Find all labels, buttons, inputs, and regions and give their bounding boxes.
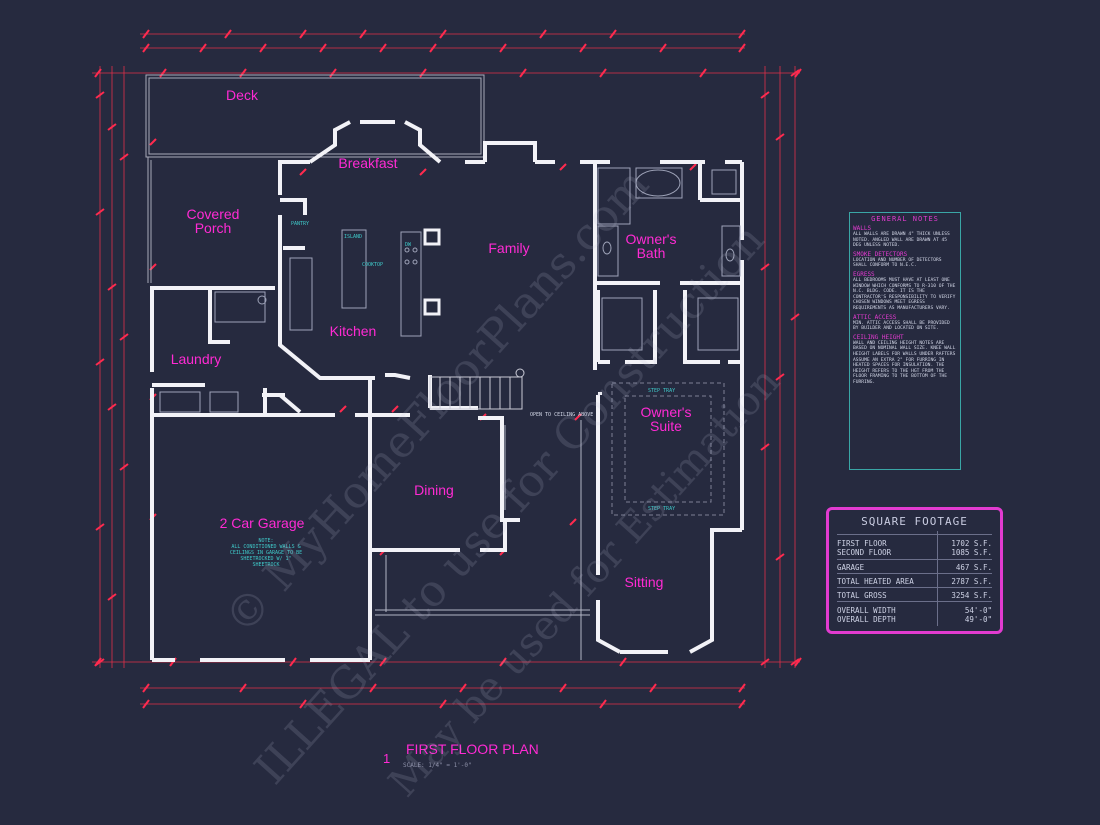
room-label-kitchen: Kitchen xyxy=(329,323,377,339)
room-label-owners-suite: Owner's Suite xyxy=(640,404,692,434)
notes-heading-ceiling: CEILING HEIGHT xyxy=(853,333,904,341)
room-label-garage: 2 Car Garage xyxy=(219,515,305,531)
sqft-row: OVERALL DEPTH 49'-0" xyxy=(837,615,992,624)
plan-title: FIRST FLOOR PLAN xyxy=(406,741,539,757)
room-label-breakfast: Breakfast xyxy=(338,155,398,171)
sqft-label: TOTAL GROSS xyxy=(837,591,887,600)
walls xyxy=(150,120,744,662)
sqft-row: SECOND FLOOR 1085 S.F. xyxy=(837,548,992,557)
sqft-label: FIRST FLOOR xyxy=(837,539,887,548)
square-footage-box: SQUARE FOOTAGE FIRST FLOOR 1702 S.F. SECO… xyxy=(826,507,1003,634)
step-tray-bottom-label: STEP TRAY xyxy=(648,506,676,512)
sqft-label: GARAGE xyxy=(837,563,865,572)
step-tray-top-label: STEP TRAY xyxy=(648,388,676,394)
room-label-owners-bath: Owner's Bath xyxy=(625,231,677,261)
sqft-row: OVERALL WIDTH 54'-0" xyxy=(837,606,992,615)
room-label-covered-porch: Covered Porch xyxy=(186,206,240,236)
garage-note: NOTE: ALL CONDITIONED WALLS & CEILINGS I… xyxy=(229,538,303,568)
stairs xyxy=(429,368,525,410)
sqft-value: 467 S.F. xyxy=(955,563,992,572)
notes-heading-attic: ATTIC ACCESS xyxy=(853,313,897,321)
general-notes-box: GENERAL NOTES WALLS ALL WALLS ARE DRAWN … xyxy=(849,212,961,470)
dishwasher-label: DW xyxy=(405,242,412,248)
general-notes-title: GENERAL NOTES xyxy=(871,215,939,223)
notes-text-walls: ALL WALLS ARE DRAWN 4" THICK UNLESS NOTE… xyxy=(853,232,950,249)
notes-heading-walls: WALLS xyxy=(853,225,872,232)
sqft-value: 1702 S.F. xyxy=(951,539,992,548)
square-footage-title: SQUARE FOOTAGE xyxy=(861,515,968,528)
open-to-ceiling-label: OPEN TO CEILING ABOVE xyxy=(530,412,594,418)
notes-heading-egress: EGRESS xyxy=(853,270,875,278)
sqft-value: 3254 S.F. xyxy=(951,591,992,600)
cooktop-label: COOKTOP xyxy=(362,262,384,268)
sqft-value: 49'-0" xyxy=(964,615,992,624)
notes-heading-smoke: SMOKE DETECTORS xyxy=(853,250,908,258)
bath-fixtures xyxy=(597,167,741,351)
pantry-label: PANTRY xyxy=(291,221,310,227)
plan-number: 1 xyxy=(383,751,391,766)
sqft-label: SECOND FLOOR xyxy=(837,548,892,557)
island-label: ISLAND xyxy=(344,234,363,240)
sqft-label: OVERALL WIDTH xyxy=(837,606,896,615)
room-label-sitting: Sitting xyxy=(624,574,664,590)
room-label-dining: Dining xyxy=(414,482,454,498)
kitchen-fixtures xyxy=(159,229,422,413)
notes-text-egress: ALL BEDROOMS MUST HAVE AT LEAST ONE WIND… xyxy=(853,277,956,311)
notes-text-attic: MIN. ATTIC ACCESS SHALL BE PROVIDED BY B… xyxy=(853,320,950,332)
sqft-label: OVERALL DEPTH xyxy=(837,615,896,624)
deck-outline xyxy=(145,74,485,283)
plan-scale: SCALE: 1/4" = 1'-0" xyxy=(403,762,472,769)
room-label-deck: Deck xyxy=(226,87,258,103)
sqft-value: 1085 S.F. xyxy=(951,548,992,557)
sqft-value: 2787 S.F. xyxy=(951,577,992,586)
columns xyxy=(423,228,441,316)
sqft-value: 54'-0" xyxy=(964,606,992,615)
room-label-laundry: Laundry xyxy=(170,351,222,367)
sqft-row: FIRST FLOOR 1702 S.F. xyxy=(837,539,992,548)
room-label-family: Family xyxy=(488,240,530,256)
sqft-row: GARAGE 467 S.F. xyxy=(837,563,992,572)
sqft-row: TOTAL GROSS 3254 S.F. xyxy=(837,591,992,600)
sqft-label: TOTAL HEATED AREA xyxy=(837,577,914,586)
window-lines xyxy=(375,420,590,660)
notes-text-smoke: LOCATION AND NUMBER OF DETECTORS SHALL C… xyxy=(853,257,942,269)
notes-text-ceiling: WALL AND CEILING HEIGHT NOTES ARE BASED … xyxy=(853,340,956,385)
sqft-row: TOTAL HEATED AREA 2787 S.F. xyxy=(837,577,992,586)
step-tray xyxy=(611,382,725,516)
